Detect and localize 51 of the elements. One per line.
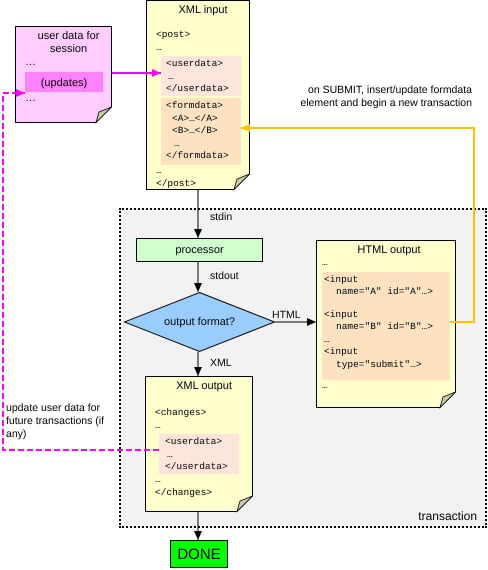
ellipsis: … [25,92,36,104]
code-text: <userdata> … </userdata> [166,58,229,96]
code-text: <userdata> … </userdata> [165,436,228,474]
arrow [241,124,475,323]
code-text: </changes> [155,486,212,499]
document-title: XML output [176,380,232,393]
box-label: output format? [164,316,235,328]
edge-label: update user data for future transactions (if any) [6,402,106,441]
transaction-boundary [119,208,487,528]
code-text: <input name="A" id="A"…> <input name="B" id="B"…> … <input type="submit"…> [324,274,433,371]
document-title: XML input [178,4,228,17]
document-shape [316,240,456,408]
document-shape [145,376,253,512]
code-text: <changes> [155,407,206,420]
code-text: <formdata> <A>…</A> <B>…</B> … </formdata> [166,100,229,162]
code-block [322,272,450,380]
code-block [161,98,241,165]
document-title: user data for session [38,30,100,56]
code-text: … [155,420,161,432]
edge-label: on SUBMIT, insert/update formdata element and begin a new transaction [299,84,472,110]
arrow [194,352,202,376]
arrow [112,69,161,77]
box-label: (updates) [40,76,88,90]
code-text: … [156,42,162,54]
arrow [194,262,202,292]
box-label: DONE [177,548,221,560]
code-text: … [322,257,328,270]
code-text: … [155,474,161,486]
arrow [2,89,159,451]
arrow [274,318,316,326]
code-block [159,434,239,474]
group-label: transaction [418,510,477,522]
code-text: … [322,380,328,392]
code-text: <post> [156,29,190,42]
edge-label: stdin [210,211,232,224]
arrow [194,190,202,238]
code-block [161,56,241,96]
document-shape [15,26,112,123]
document-title: HTML output [357,244,421,257]
code-text: … [156,165,162,178]
terminal-box [170,540,228,568]
process-box [136,238,263,262]
edge-label: XML [210,357,232,370]
arrow [194,512,202,540]
highlight-block [25,72,103,92]
box-label: processor [175,244,224,256]
edge-label: HTML [272,309,301,322]
ellipsis: … [25,56,36,68]
edge-label: stdout [210,270,239,283]
document-shape [146,0,250,190]
code-text: </post> [156,178,196,190]
